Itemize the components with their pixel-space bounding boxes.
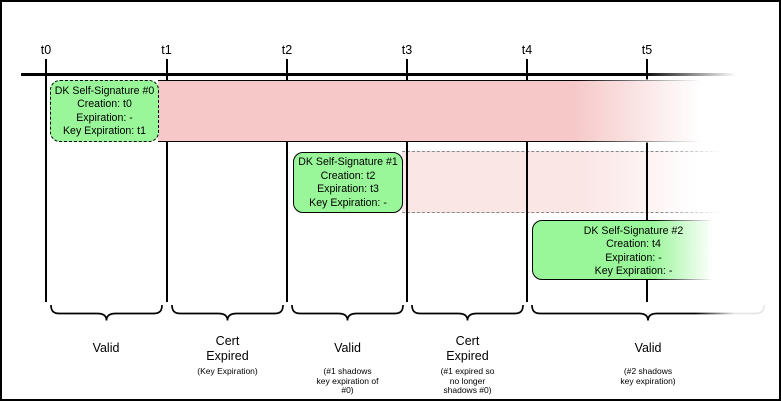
band-right-fade bbox=[572, 79, 733, 143]
brace-period-2 bbox=[171, 304, 284, 321]
tick-label-t4: t4 bbox=[521, 43, 533, 57]
band-right-fade bbox=[660, 151, 733, 213]
period-2-note: (Key Expiration) bbox=[197, 366, 258, 376]
tick-label-t2: t2 bbox=[281, 43, 293, 57]
tick-line-t2 bbox=[286, 59, 288, 302]
period-3-label: Valid bbox=[334, 341, 361, 356]
period-1-label: Valid bbox=[92, 341, 120, 356]
tick-label-t1: t1 bbox=[161, 43, 172, 57]
period-4-label: Cert Expired bbox=[446, 334, 489, 363]
timeline-axis bbox=[21, 73, 743, 76]
tick-label-t0: t0 bbox=[40, 43, 52, 57]
period-5-note: (#2 shadows key expiration) bbox=[620, 366, 676, 386]
signature-title: DK Self-Signature #0 bbox=[54, 84, 155, 97]
brace-period-1 bbox=[50, 304, 163, 321]
signature-title: DK Self-Signature #1 bbox=[298, 156, 398, 168]
period-3-note: (#1 shadows key expiration of #0) bbox=[316, 366, 379, 396]
expired-band-signature0 bbox=[158, 79, 733, 143]
tick-line-t0 bbox=[45, 59, 47, 302]
tick-line-t5 bbox=[646, 59, 648, 302]
period-5-label: Valid bbox=[634, 341, 662, 356]
period-3: Valid (#1 shadows key expiration of #0) bbox=[287, 333, 409, 396]
signature-title: DK Self-Signature #2 bbox=[583, 224, 684, 237]
tick-line-t4 bbox=[526, 59, 528, 302]
shadow-band-signature1 bbox=[402, 151, 733, 213]
period-2-label: Cert Expired bbox=[206, 334, 249, 363]
tick-line-t3 bbox=[406, 59, 408, 302]
signature-details: Creation: t0 Expiration: - Key Expiratio… bbox=[62, 98, 147, 138]
period-1: Valid bbox=[45, 333, 167, 367]
signature-details: Creation: t4 Expiration: - Key Expiratio… bbox=[594, 238, 673, 278]
brace-period-3 bbox=[291, 304, 404, 321]
brace-period-4 bbox=[411, 304, 524, 321]
tick-label-t3: t3 bbox=[401, 43, 413, 57]
period-5: Valid (#2 shadows key expiration) bbox=[587, 333, 709, 386]
period-4: Cert Expired (#1 expired so no longer sh… bbox=[407, 333, 529, 396]
tick-line-t1 bbox=[165, 59, 168, 302]
brace-period-5 bbox=[531, 304, 765, 321]
signature-details: Creation: t2 Expiration: t3 Key Expirati… bbox=[309, 169, 387, 209]
box-right-fade bbox=[651, 219, 736, 281]
period-2: Cert Expired (Key Expiration) bbox=[167, 333, 289, 377]
tick-label-t5: t5 bbox=[641, 43, 653, 57]
brace-right-fade bbox=[695, 298, 773, 326]
period-4-note: (#1 expired so no longer shadows #0) bbox=[440, 366, 495, 396]
